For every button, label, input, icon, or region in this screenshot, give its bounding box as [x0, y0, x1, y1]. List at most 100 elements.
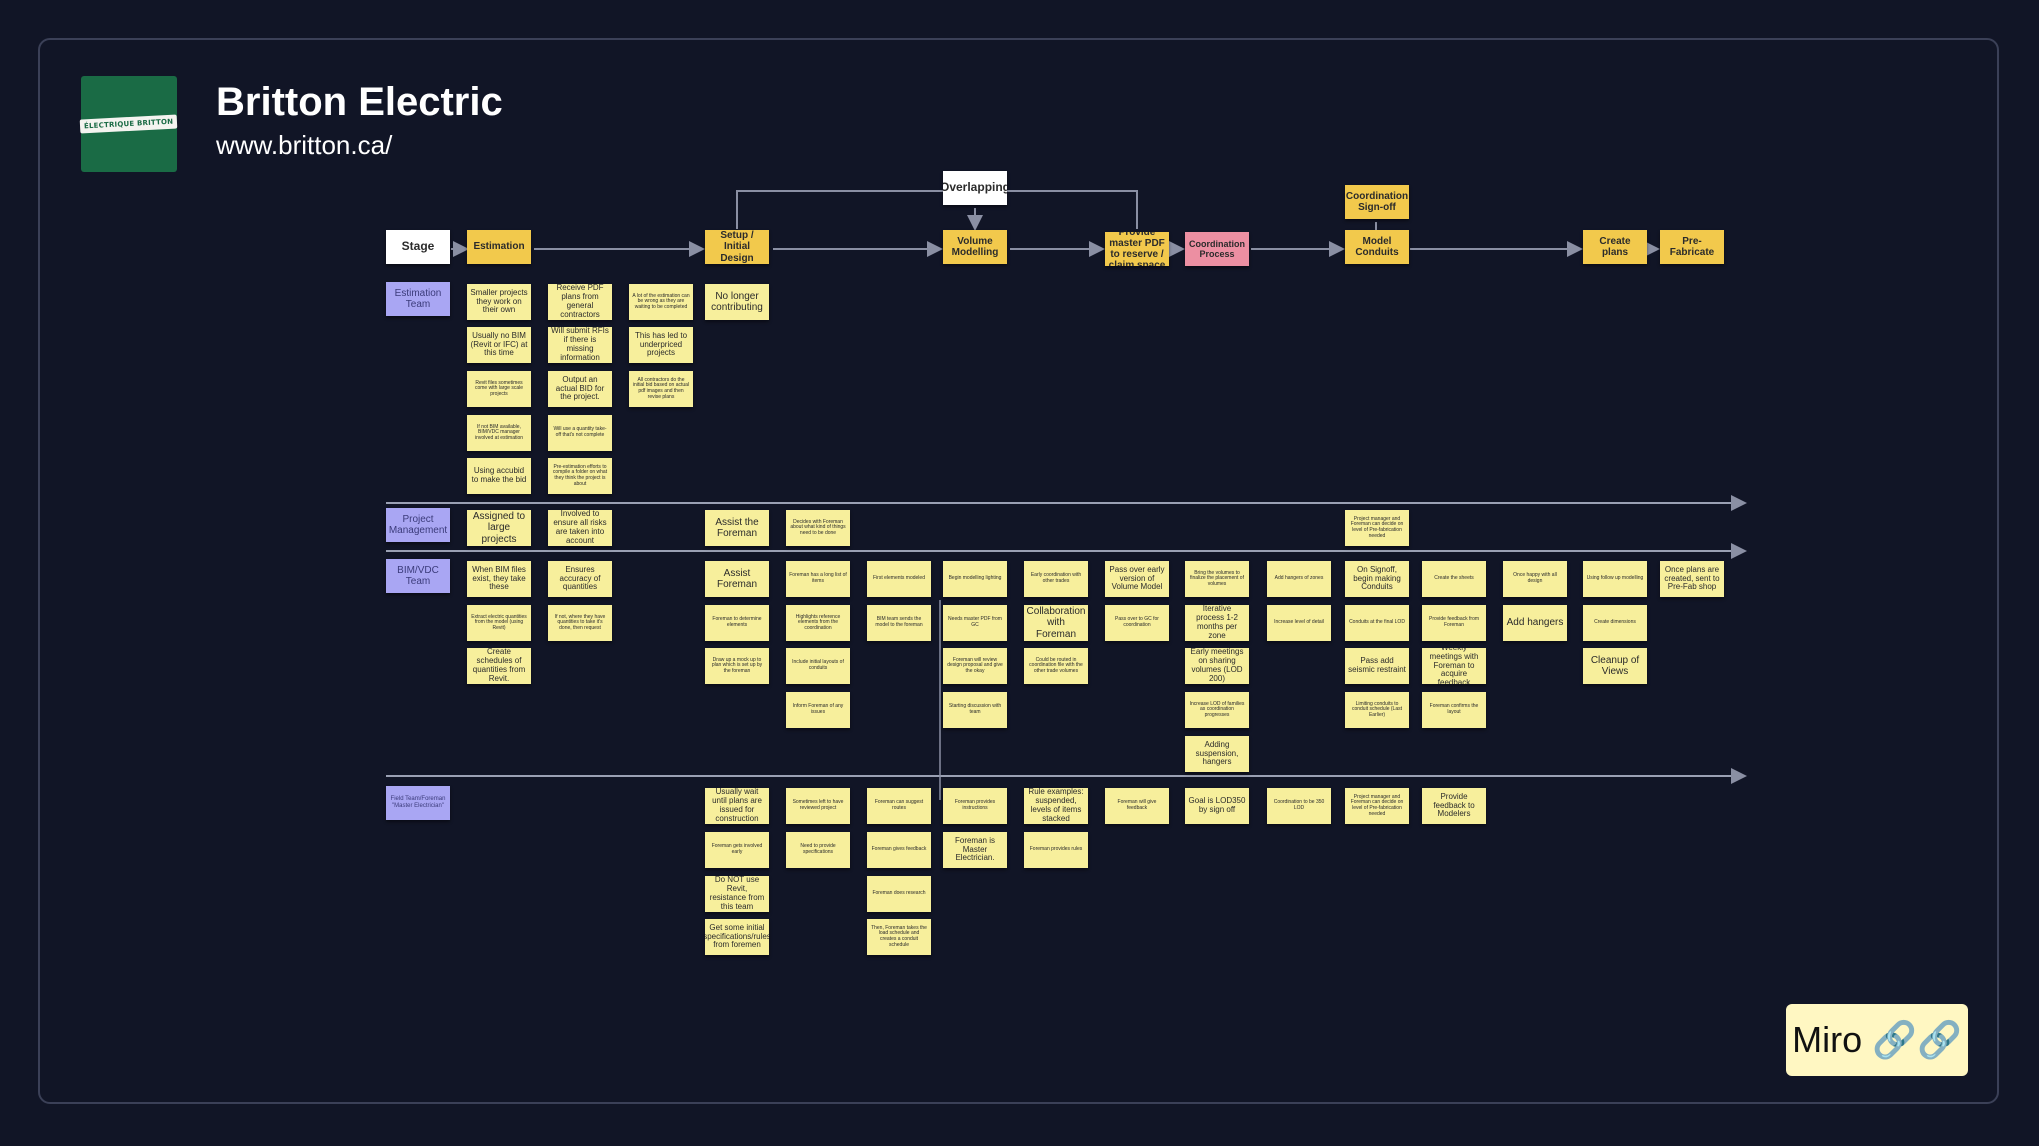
sticky-note[interactable]: Foreman confirms the layout [1422, 692, 1486, 728]
sticky-note[interactable]: When BIM files exist, they take these [467, 561, 531, 597]
sticky-note[interactable]: Usually wait until plans are issued for … [705, 788, 769, 824]
team-label[interactable]: BIM/VDC Team [386, 559, 450, 593]
sticky-note[interactable]: Foreman gives feedback [867, 832, 931, 868]
sticky-note[interactable]: Using accubid to make the bid [467, 458, 531, 494]
sticky-note[interactable]: Limiting conduits to conduit schedule (L… [1345, 692, 1409, 728]
sticky-note[interactable]: BIM team sends the model to the foreman [867, 605, 931, 641]
sticky-note[interactable]: Draw up a mock up to plan which is set u… [705, 648, 769, 684]
sticky-note[interactable]: Will use a quantity take-off that's not … [548, 415, 612, 451]
sticky-note[interactable]: Collaboration with Foreman [1024, 605, 1088, 641]
sticky-note[interactable]: Receive PDF plans from general contracto… [548, 284, 612, 320]
sticky-note[interactable]: Foreman provides rules [1024, 832, 1088, 868]
sticky-note[interactable]: Once plans are created, sent to Pre-Fab … [1660, 561, 1724, 597]
sticky-note[interactable]: Early coordination with other trades [1024, 561, 1088, 597]
stage-header[interactable]: Estimation [467, 230, 531, 264]
sticky-note[interactable]: Coordination to be 350 LOD [1267, 788, 1331, 824]
stage-header[interactable]: Setup / Initial Design [705, 230, 769, 264]
sticky-note[interactable]: Create the sheets [1422, 561, 1486, 597]
sticky-note[interactable]: Assist Foreman [705, 561, 769, 597]
sticky-note[interactable]: Begin modelling lighting [943, 561, 1007, 597]
stage-header[interactable]: Pre-Fabricate [1660, 230, 1724, 264]
sticky-note[interactable]: Pass over to GC for coordination [1105, 605, 1169, 641]
team-label[interactable]: Project Management [386, 508, 450, 542]
sticky-note[interactable]: Starting discussion with team [943, 692, 1007, 728]
britton-logo: ÉLECTRIQUE BRITTON [80, 76, 178, 172]
stage-header[interactable]: Coordination Sign-off [1345, 185, 1409, 219]
sticky-note[interactable]: Conduits at the final LOD [1345, 605, 1409, 641]
sticky-note[interactable]: Pre-estimation efforts to compile a fold… [548, 458, 612, 494]
stage-header[interactable]: Create plans [1583, 230, 1647, 264]
sticky-note[interactable]: Increase LOD of families as coordination… [1185, 692, 1249, 728]
sticky-note[interactable]: Output an actual BID for the project. [548, 371, 612, 407]
sticky-note[interactable]: Inform Foreman of any issues [786, 692, 850, 728]
sticky-note[interactable]: Extract electric quantities from the mod… [467, 605, 531, 641]
sticky-note[interactable]: Bring the volumes to finalize the placem… [1185, 561, 1249, 597]
sticky-note[interactable]: Create schedules of quantities from Revi… [467, 648, 531, 684]
sticky-note[interactable]: Foreman to determine elements [705, 605, 769, 641]
sticky-note[interactable]: Rule examples: suspended, levels of item… [1024, 788, 1088, 824]
stage-header[interactable]: Model Conduits [1345, 230, 1409, 264]
sticky-note[interactable]: First elements modeled [867, 561, 931, 597]
sticky-note[interactable]: If not BIM available, BIM/VDC manager in… [467, 415, 531, 451]
sticky-note[interactable]: Highlights reference elements from the c… [786, 605, 850, 641]
sticky-note[interactable]: Using follow up modelling [1583, 561, 1647, 597]
sticky-note[interactable]: Foreman does research [867, 876, 931, 912]
sticky-note[interactable]: Decides with Foreman about what kind of … [786, 510, 850, 546]
sticky-note[interactable]: Pass over early version of Volume Model [1105, 561, 1169, 597]
team-label[interactable]: Field Team/Foreman "Master Electrician" [386, 786, 450, 820]
sticky-note[interactable]: Foreman is Master Electrician. [943, 832, 1007, 868]
sticky-note[interactable]: Assigned to large projects [467, 510, 531, 546]
sticky-note[interactable]: Pass add seismic restraint [1345, 648, 1409, 684]
sticky-note[interactable]: Revit files sometimes come with large sc… [467, 371, 531, 407]
sticky-note[interactable]: No longer contributing [705, 284, 769, 320]
sticky-note[interactable]: Provide feedback from Foreman [1422, 605, 1486, 641]
sticky-note[interactable]: Sometimes left to have reviewed project [786, 788, 850, 824]
sticky-note[interactable]: Get some initial specifications/rules fr… [705, 919, 769, 955]
sticky-note[interactable]: Foreman can suggest routes [867, 788, 931, 824]
sticky-note[interactable]: Include initial layouts of conduits [786, 648, 850, 684]
sticky-note[interactable]: Then, Foreman takes the load schedule an… [867, 919, 931, 955]
sticky-note[interactable]: Assist the Foreman [705, 510, 769, 546]
sticky-note[interactable]: Provide feedback to Modelers [1422, 788, 1486, 824]
sticky-note[interactable]: Once happy with all design [1503, 561, 1567, 597]
sticky-note[interactable]: Foreman will give feedback [1105, 788, 1169, 824]
team-label[interactable]: Estimation Team [386, 282, 450, 316]
stage-header[interactable]: Stage [386, 230, 450, 264]
sticky-note[interactable]: Goal is LOD350 by sign off [1185, 788, 1249, 824]
sticky-note[interactable]: Do NOT use Revit, resistance from this t… [705, 876, 769, 912]
sticky-note[interactable]: A lot of the estimation can be wrong as … [629, 284, 693, 320]
sticky-note[interactable]: Need to provide specifications [786, 832, 850, 868]
sticky-note[interactable]: Needs master PDF from GC [943, 605, 1007, 641]
sticky-note[interactable]: Foreman has a long list of items [786, 561, 850, 597]
stage-header[interactable]: Coordination Process [1185, 232, 1249, 266]
sticky-note[interactable]: Add hangers [1503, 605, 1567, 641]
sticky-note[interactable]: Project manager and Foreman can decide o… [1345, 788, 1409, 824]
sticky-note[interactable]: Cleanup of Views [1583, 648, 1647, 684]
sticky-note[interactable]: Adding suspension, hangers [1185, 736, 1249, 772]
sticky-note[interactable]: Weekly meetings with Foreman to acquire … [1422, 648, 1486, 684]
sticky-note[interactable]: Will submit RFIs if there is missing inf… [548, 327, 612, 363]
sticky-note[interactable]: Create dimensions [1583, 605, 1647, 641]
sticky-note[interactable]: Could be routed in coordination file wit… [1024, 648, 1088, 684]
sticky-note[interactable]: All contractors do the initial bid based… [629, 371, 693, 407]
sticky-note[interactable]: Foreman provides instructions [943, 788, 1007, 824]
sticky-note[interactable]: Foreman gets involved early [705, 832, 769, 868]
sticky-note[interactable]: Usually no BIM (Revit or IFC) at this ti… [467, 327, 531, 363]
stage-header[interactable]: Provide master PDF to reserve / claim sp… [1105, 232, 1169, 266]
sticky-note[interactable]: Involved to ensure all risks are taken i… [548, 510, 612, 546]
sticky-note[interactable]: This has led to underpriced projects [629, 327, 693, 363]
sticky-note[interactable]: Smaller projects they work on their own [467, 284, 531, 320]
sticky-note[interactable]: Foreman will review design proposal and … [943, 648, 1007, 684]
sticky-note[interactable]: Add hangers of zones [1267, 561, 1331, 597]
sticky-note[interactable]: Early meetings on sharing volumes (LOD 2… [1185, 648, 1249, 684]
stage-header[interactable]: Volume Modelling [943, 230, 1007, 264]
sticky-note[interactable]: Increase level of detail [1267, 605, 1331, 641]
sticky-note[interactable]: Project manager and Foreman can decide o… [1345, 510, 1409, 546]
company-url[interactable]: www.britton.ca/ [216, 130, 393, 160]
sticky-note[interactable]: Iterative process 1-2 months per zone [1185, 605, 1249, 641]
sticky-note[interactable]: Ensures accuracy of quantities [548, 561, 612, 597]
miro-badge[interactable]: Miro 🔗🔗 [1786, 1004, 1968, 1076]
sticky-note[interactable]: On Signoff, begin making Conduits [1345, 561, 1409, 597]
sticky-note[interactable]: If not, where they have quantities to ta… [548, 605, 612, 641]
